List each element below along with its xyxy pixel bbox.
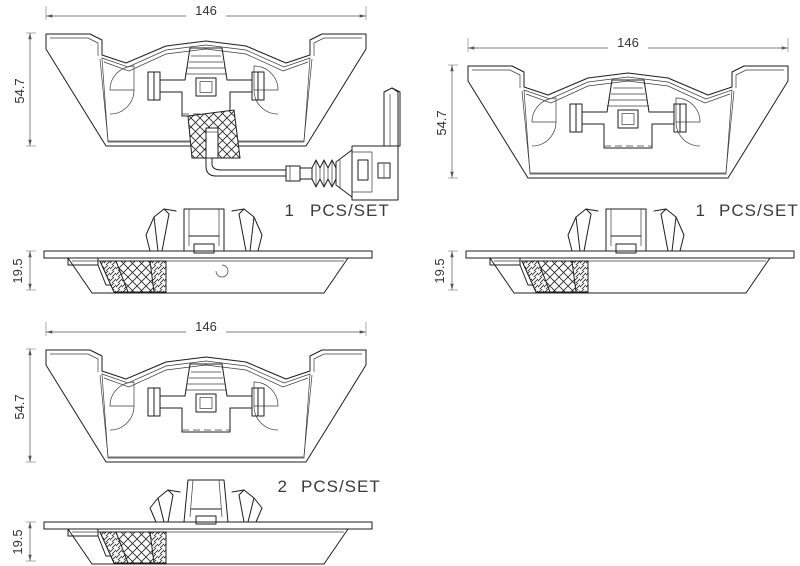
qty-unit: PCS/SET <box>301 477 381 496</box>
qty-label-top-right: 1 PCS/SET <box>696 201 799 220</box>
dimension-thickness-195-left-upper: 19.5 <box>8 250 36 291</box>
view-bottom-left-pad-face: 146 54.7 2 PCS/SET <box>10 318 381 496</box>
dim-width-label: 146 <box>617 35 639 50</box>
view-top-left-pad-face: 146 54.7 <box>10 2 401 220</box>
retaining-spring-clip-left-lower <box>149 479 263 525</box>
pad-side-section-right <box>465 250 795 294</box>
dim-thickness-label: 19.5 <box>10 258 25 283</box>
dim-width-label: 146 <box>195 3 217 18</box>
dim-width-label: 146 <box>195 319 217 334</box>
brake-pad-face-plain-bottom <box>45 349 367 463</box>
view-section-left-upper: 19.5 <box>8 208 373 294</box>
qty-label-bottom-left: 2 PCS/SET <box>278 477 381 496</box>
dim-thickness-label: 19.5 <box>10 529 25 554</box>
dimension-thickness-195-left-lower: 19.5 <box>8 521 36 562</box>
view-section-right: 19.5 <box>430 208 795 294</box>
dimension-height-547-top-left: 54.7 <box>10 32 36 147</box>
qty-count: 2 <box>278 477 288 496</box>
view-top-right-pad-face: 146 54.7 1 PCS/SET <box>432 34 799 220</box>
qty-count: 1 <box>696 201 706 220</box>
dimension-height-547-top-right: 54.7 <box>432 64 458 179</box>
dimension-height-547-bottom-left: 54.7 <box>10 348 36 463</box>
dim-height-label: 54.7 <box>434 110 449 135</box>
qty-label-top-left: 1 PCS/SET <box>285 201 390 220</box>
pad-side-section-left-upper <box>43 250 373 294</box>
retaining-spring-clip-left-upper <box>145 208 263 254</box>
dim-thickness-label: 19.5 <box>432 258 447 283</box>
dimension-width-146-top-right: 146 <box>467 34 789 52</box>
qty-count: 1 <box>285 201 295 220</box>
dimension-width-146-top-left: 146 <box>45 2 367 20</box>
wear-sensor-connector <box>285 87 401 201</box>
qty-unit: PCS/SET <box>310 201 390 220</box>
dimension-thickness-195-right: 19.5 <box>430 250 458 291</box>
dim-height-label: 54.7 <box>12 78 27 103</box>
dim-height-label: 54.7 <box>12 394 27 419</box>
dimension-width-146-bottom-left: 146 <box>45 318 367 336</box>
wear-sensor-wire <box>205 157 287 177</box>
shim-hatched <box>187 109 241 159</box>
locating-hole <box>215 264 229 278</box>
pad-side-section-left-lower <box>43 521 373 565</box>
brake-pad-face-plain-right <box>467 65 789 179</box>
brake-pad-face-with-sensor <box>45 33 367 159</box>
qty-unit: PCS/SET <box>719 201 799 220</box>
retaining-spring-clip-right <box>567 208 685 254</box>
view-section-left-lower: 19.5 <box>8 479 373 565</box>
